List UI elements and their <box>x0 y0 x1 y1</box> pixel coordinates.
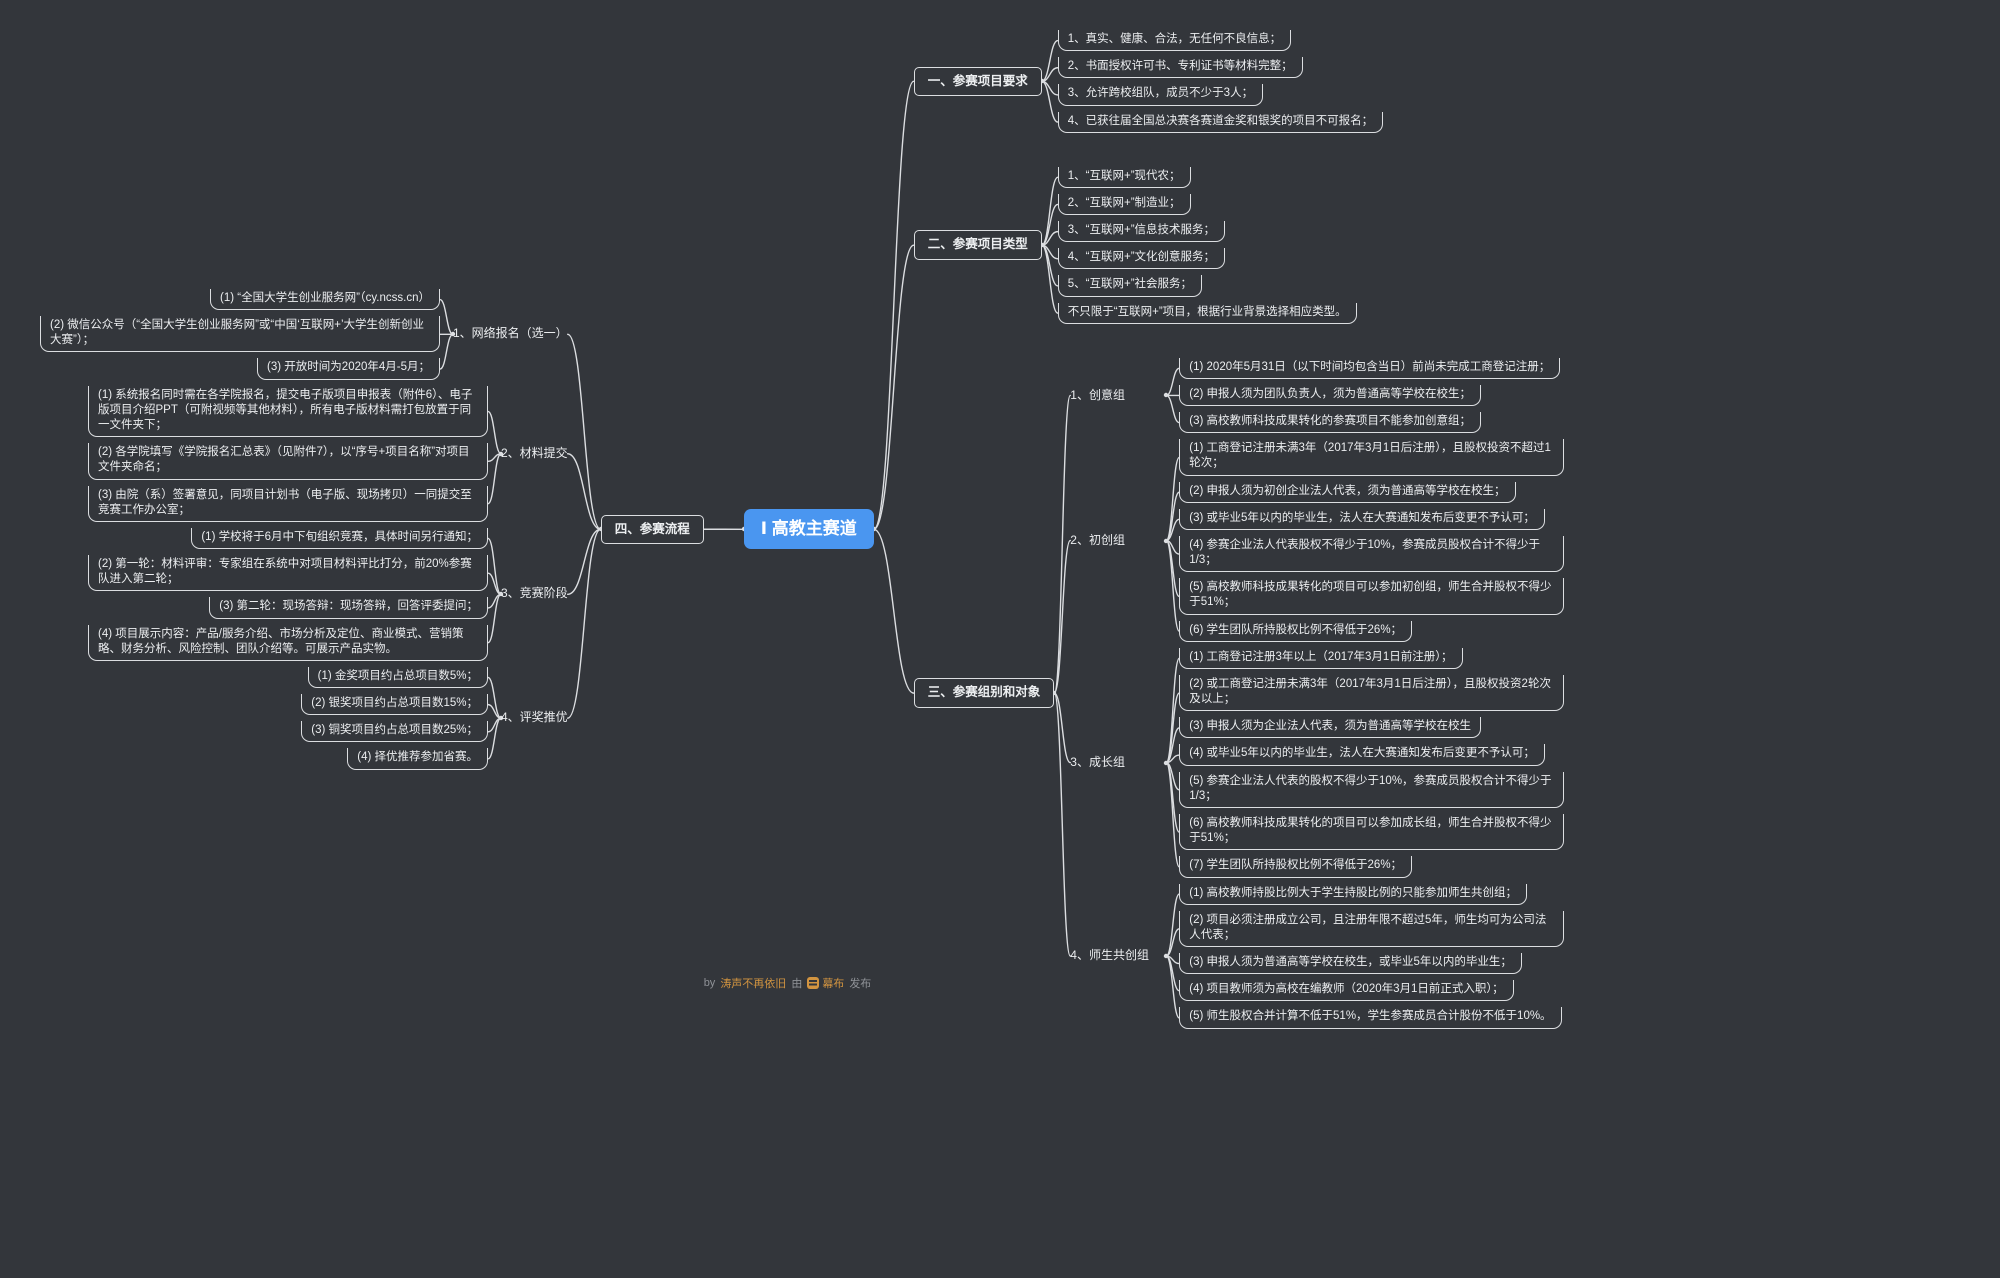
topic-node[interactable]: 2、初创组 <box>1070 532 1125 547</box>
leaf-node[interactable]: (1) 2020年5月31日（以下时间均包含当日）前尚未完成工商登记注册； <box>1179 357 1561 379</box>
leaf-node[interactable]: (1) “全国大学生创业服务网”（cy.ncss.cn） <box>210 288 440 311</box>
leaf-node[interactable]: 1、真实、健康、合法，无任何不良信息； <box>1057 30 1292 52</box>
topic-node[interactable]: 2、材料提交 <box>501 445 568 460</box>
mindmap: 四、参赛流程 1、网络报名（选一） (1) “全国大学生创业服务网”（cy.ncss… <box>40 30 1565 1029</box>
children-group: (1) 高校教师持股比例大于学生持股比例的只能参加师生共创组； (2) 项目必须注… <box>1179 883 1565 1029</box>
leaf-node[interactable]: (1) 学校将于6月中下旬组织竞赛，具体时间另行通知； <box>191 527 488 550</box>
leaf-node[interactable]: 5、“互联网+”社会服务； <box>1057 275 1203 297</box>
leaf-node[interactable]: (2) 各学院填写《学院报名汇总表》（见附件7），以“序号+项目名称”对项目文件… <box>88 443 488 480</box>
left-subtree: 四、参赛流程 1、网络报名（选一） (1) “全国大学生创业服务网”（cy.ncss… <box>40 288 704 770</box>
mubu-brand-link[interactable]: 幕布 <box>807 975 844 991</box>
footer-by-text: by <box>703 977 716 989</box>
leaf-node[interactable]: (3) 申报人须为企业法人代表，须为普通高等学校在校生 <box>1179 717 1482 739</box>
branch-node[interactable]: 二、参赛项目类型 <box>913 230 1042 260</box>
leaf-node[interactable]: (4) 择优推荐参加省赛。 <box>347 748 488 770</box>
leaf-node[interactable]: (1) 系统报名同时需在各学院报名，提交电子版项目申报表（附件6）、电子版项目介… <box>88 385 488 438</box>
leaf-node[interactable]: (4) 项目展示内容：产品/服务介绍、市场分析及定位、商业模式、营销策略、财务分… <box>88 624 488 661</box>
leaf-node[interactable]: 3、“互联网+”信息技术服务； <box>1057 221 1226 243</box>
leaf-node[interactable]: (2) 申报人须为初创企业法人代表，须为普通高等学校在校生； <box>1179 481 1516 503</box>
leaf-node[interactable]: (2) 第一轮：材料评审：专家组在系统中对项目材料评比打分，前20%参赛队进入第… <box>88 555 488 592</box>
leaf-node[interactable]: (2) 银奖项目约占总项目数15%； <box>301 694 488 716</box>
children-group: 1、创意组 (1) 2020年5月31日（以下时间均包含当日）前尚未完成工商登记注… <box>1070 357 1565 1029</box>
leaf-node[interactable]: (2) 申报人须为团队负责人，须为普通高等学校在校生； <box>1179 384 1482 407</box>
children-group: (1) 工商登记注册未满3年（2017年3月1日后注册），且股权投资不超过1轮次… <box>1179 439 1565 642</box>
leaf-node[interactable]: (5) 师生股权合并计算不低于51%，学生参赛成员合计股份不低于10%。 <box>1179 1007 1562 1029</box>
leaf-node[interactable]: (4) 或毕业5年以内的毕业生，法人在大赛通知发布后变更不予认可； <box>1179 744 1545 766</box>
leaf-node[interactable]: (6) 高校教师科技成果转化的项目可以参加成长组，师生合并股权不得少于51%； <box>1179 813 1565 851</box>
leaf-node[interactable]: 不只限于“互联网+”项目，根据行业背景选择相应类型。 <box>1057 302 1357 324</box>
topic-node[interactable]: 3、竞赛阶段 <box>501 586 568 601</box>
leaf-node[interactable]: (5) 参赛企业法人代表的股权不得少于10%，参赛成员股权合计不得少于1/3； <box>1179 771 1565 808</box>
leaf-node[interactable]: (3) 高校教师科技成果转化的参赛项目不能参加创意组； <box>1179 412 1482 434</box>
children-group: 1、“互联网+”现代农； 2、“互联网+”制造业； 3、“互联网+”信息技术服务； 4… <box>1057 166 1357 324</box>
children-group: (1) 金奖项目约占总项目数5%； (2) 银奖项目约占总项目数15%； (3) 铜… <box>301 666 488 770</box>
leaf-node[interactable]: (3) 由院（系）签署意见，同项目计划书（电子版、现场拷贝）一同提交至竞赛工作办… <box>88 485 488 522</box>
branch-node[interactable]: 一、参赛项目要求 <box>913 66 1042 97</box>
footer-via-text: 由 <box>791 978 803 990</box>
leaf-node[interactable]: (4) 项目教师须为高校在编教师（2020年3月1日前正式入职）； <box>1179 980 1514 1002</box>
topic-node[interactable]: 3、成长组 <box>1070 754 1125 769</box>
leaf-node[interactable]: (3) 或毕业5年以内的毕业生，法人在大赛通知发布后变更不予认可； <box>1179 508 1545 530</box>
leaf-node[interactable]: (3) 开放时间为2020年4月-5月； <box>257 358 440 380</box>
leaf-node[interactable]: (1) 高校教师持股比例大于学生持股比例的只能参加师生共创组； <box>1179 883 1528 905</box>
mubu-logo-icon <box>807 977 820 989</box>
children-group: 1、网络报名（选一） (1) “全国大学生创业服务网”（cy.ncss.cn） (2… <box>40 288 568 770</box>
leaf-node[interactable]: 4、“互联网+”文化创意服务； <box>1057 248 1226 270</box>
footer-publish-text: 发布 <box>849 978 872 990</box>
children-group: (1) 工商登记注册3年以上（2017年3月1日前注册）； (2) 或工商登记注册… <box>1179 647 1565 878</box>
topic-node[interactable]: 1、创意组 <box>1070 387 1125 402</box>
leaf-node[interactable]: (2) 或工商登记注册未满3年（2017年3月1日后注册），且股权投资2轮次及以… <box>1179 674 1565 712</box>
leaf-node[interactable]: 2、书面授权许可书、专利证书等材料完整； <box>1057 57 1303 79</box>
leaf-node[interactable]: (1) 工商登记注册未满3年（2017年3月1日后注册），且股权投资不超过1轮次… <box>1179 439 1565 476</box>
children-group: (1) 学校将于6月中下旬组织竞赛，具体时间另行通知； (2) 第一轮：材料评审：… <box>88 527 488 661</box>
leaf-node[interactable]: (3) 铜奖项目约占总项目数25%； <box>301 721 488 743</box>
footer-author-link[interactable]: 涛声不再依旧 <box>720 978 787 990</box>
topic-node[interactable]: 1、网络报名（选一） <box>453 326 568 341</box>
leaf-node[interactable]: 3、允许跨校组队，成员不少于3人； <box>1057 84 1264 106</box>
leaf-node[interactable]: (5) 高校教师科技成果转化的项目可以参加初创组，师生合并股权不得少于51%； <box>1179 578 1565 615</box>
leaf-node[interactable]: (3) 第二轮：现场答辩：现场答辩，回答评委提问； <box>209 597 488 619</box>
right-subtrees: 一、参赛项目要求 1、真实、健康、合法，无任何不良信息； 2、书面授权许可书、专利证… <box>913 30 1565 1029</box>
mubu-brand-label: 幕布 <box>822 978 845 990</box>
branch-node[interactable]: 三、参赛组别和对象 <box>913 678 1055 708</box>
leaf-node[interactable]: (4) 参赛企业法人代表股权不得少于10%，参赛成员股权合计不得少于1/3； <box>1179 535 1565 573</box>
topic-node[interactable]: 4、师生共创组 <box>1070 948 1149 963</box>
leaf-node[interactable]: (2) 微信公众号（“全国大学生创业服务网”或“中国‘互联网+’大学生创新创业大… <box>40 316 440 353</box>
root-node[interactable]: Ⅰ 高教主赛道 <box>743 509 874 550</box>
footer: by 涛声不再依旧 由 幕布 发布 <box>0 975 1575 991</box>
branch-node[interactable]: 四、参赛流程 <box>600 514 704 544</box>
children-group: 1、真实、健康、合法，无任何不良信息； 2、书面授权许可书、专利证书等材料完整； 3… <box>1057 30 1384 133</box>
leaf-node[interactable]: (1) 金奖项目约占总项目数5%； <box>307 666 488 689</box>
children-group: (1) 系统报名同时需在各学院报名，提交电子版项目申报表（附件6）、电子版项目介… <box>88 385 488 522</box>
children-group: (1) 2020年5月31日（以下时间均包含当日）前尚未完成工商登记注册； (2)… <box>1179 357 1561 434</box>
leaf-node[interactable]: 4、已获往届全国总决赛各赛道金奖和银奖的项目不可报名； <box>1057 111 1384 133</box>
children-group: (1) “全国大学生创业服务网”（cy.ncss.cn） (2) 微信公众号（“全… <box>40 288 440 380</box>
leaf-node[interactable]: 1、“互联网+”现代农； <box>1057 166 1191 188</box>
leaf-node[interactable]: 2、“互联网+”制造业； <box>1057 193 1191 216</box>
leaf-node[interactable]: (6) 学生团队所持股权比例不得低于26%； <box>1179 620 1413 642</box>
topic-node[interactable]: 4、评奖推优 <box>501 710 568 725</box>
leaf-node[interactable]: (3) 申报人须为普通高等学校在校生，或毕业5年以内的毕业生； <box>1179 953 1522 975</box>
leaf-node[interactable]: (7) 学生团队所持股权比例不得低于26%； <box>1179 856 1413 878</box>
leaf-node[interactable]: (1) 工商登记注册3年以上（2017年3月1日前注册）； <box>1179 647 1463 669</box>
leaf-node[interactable]: (2) 项目必须注册成立公司，且注册年限不超过5年，师生均可为公司法人代表； <box>1179 910 1565 948</box>
